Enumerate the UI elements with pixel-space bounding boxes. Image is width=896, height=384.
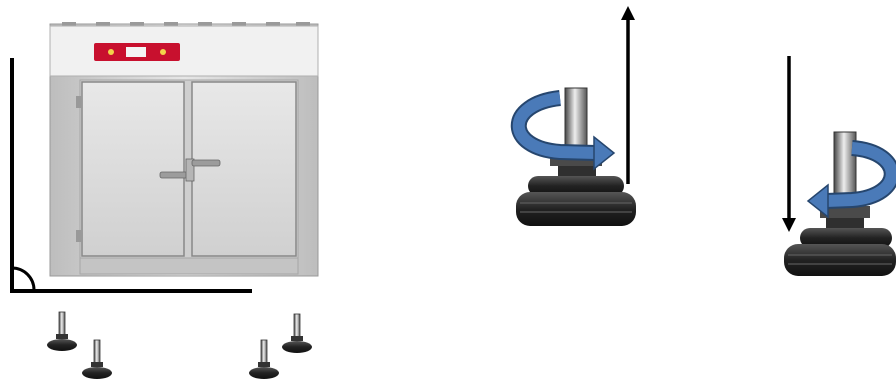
leveling-foot-icon [249,339,279,379]
control-panel [94,43,180,61]
raise-foot-group [510,6,636,226]
rotate-arrow-icon [806,140,896,219]
floor-wall-outline [10,58,252,293]
leveling-foot-icon [47,311,77,351]
down-arrow [782,56,796,232]
leveling-foot-icon [82,339,112,379]
right-door [191,81,297,257]
rotate-arrow-icon [510,90,616,171]
left-door [81,81,185,257]
lower-foot-group [782,56,896,276]
small-feet [47,311,312,379]
up-arrow [621,6,635,184]
leveling-foot-icon [516,87,636,226]
leveling-foot-icon [784,131,896,276]
oven-cabinet-icon [49,22,319,277]
cabinet-top-vents [62,22,310,26]
door-handles [159,158,221,182]
leveling-foot-icon [282,313,312,353]
